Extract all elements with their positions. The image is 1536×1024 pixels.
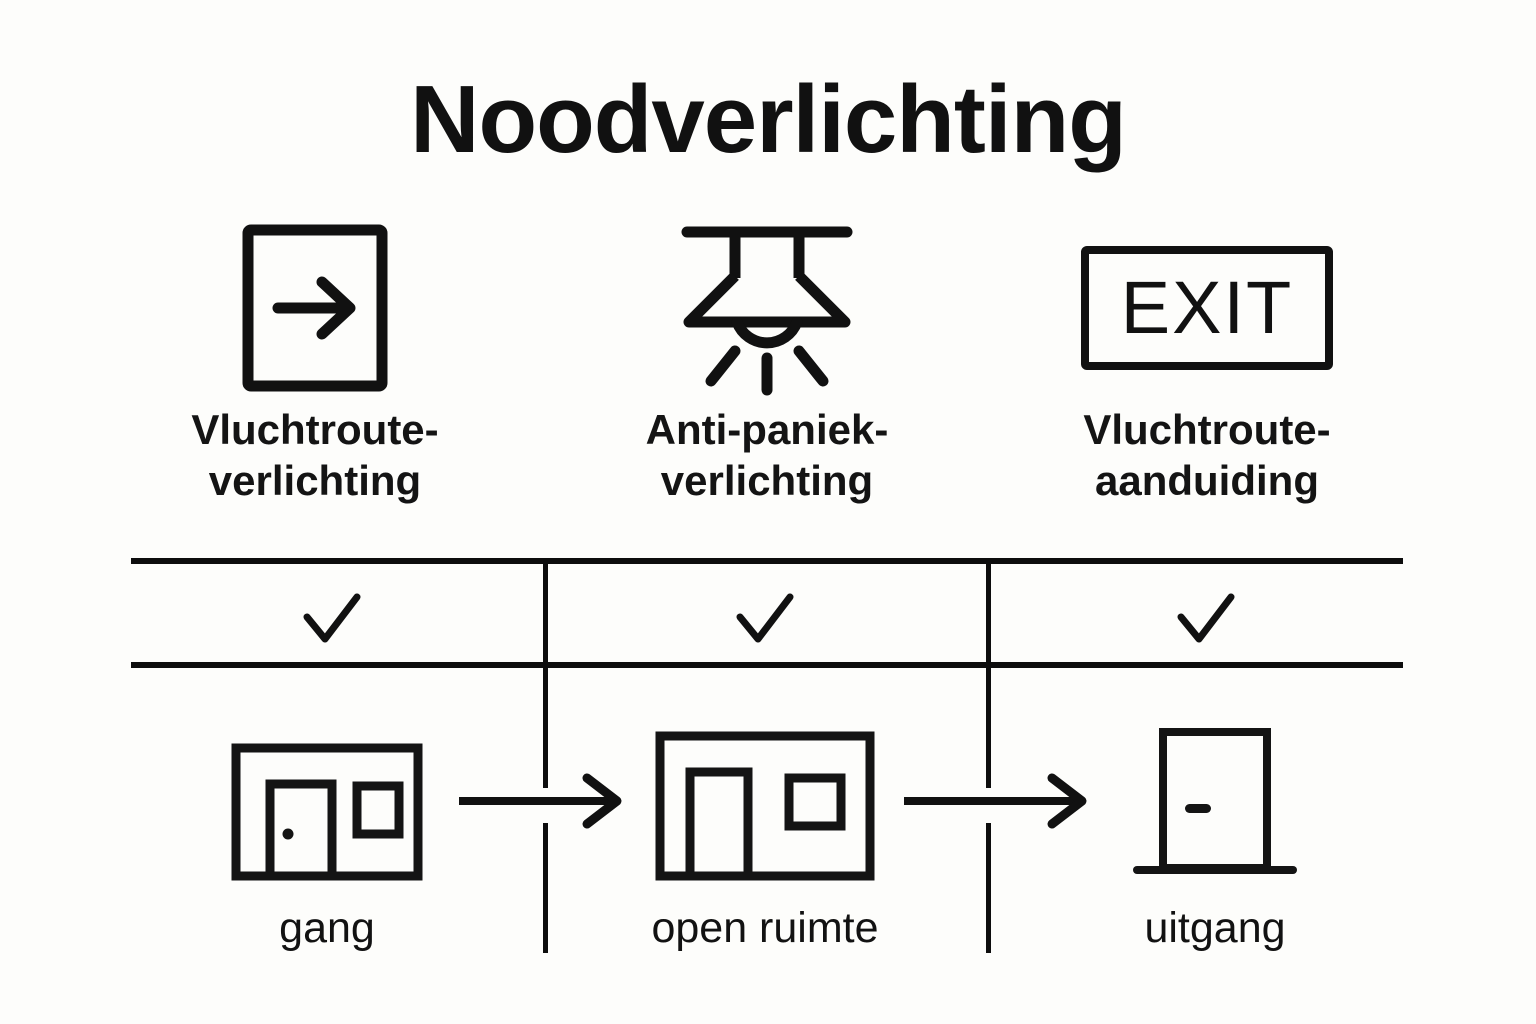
check-cell-escape-route-lighting	[182, 580, 482, 660]
check-cell-anti-panic-lighting	[615, 580, 915, 660]
flow-step-label: gang	[279, 904, 375, 952]
check-icon	[303, 593, 361, 643]
exit-door-icon	[1050, 712, 1380, 882]
table-rule-top	[131, 558, 1403, 564]
room-with-door-and-window-icon	[162, 712, 492, 882]
symbol-column-escape-route-signage: EXIT Vluchtroute- aanduiding	[992, 218, 1422, 506]
arrow-right-icon	[904, 773, 1087, 829]
check-cell-escape-route-signage	[1056, 580, 1356, 660]
column-divider-right-upper	[986, 558, 991, 788]
flow-step-gang: gang	[162, 712, 492, 953]
flow-step-label: open ruimte	[651, 904, 879, 952]
symbol-label: Anti-paniek- verlichting	[645, 406, 889, 505]
exit-sign-text: EXIT	[1121, 266, 1293, 349]
symbol-label: Vluchtroute- aanduiding	[1083, 406, 1331, 505]
arrow-right-icon	[459, 773, 622, 829]
symbol-label: Vluchtroute- verlichting	[191, 406, 439, 505]
open-room-with-doorway-and-window-icon	[600, 712, 930, 882]
check-icon	[736, 593, 794, 643]
column-divider-left-lower	[543, 823, 548, 953]
table-rule-bottom	[131, 662, 1403, 668]
exit-route-arrow-sign-icon	[100, 218, 530, 398]
flow-step-uitgang: uitgang	[1050, 712, 1380, 953]
exit-sign-icon: EXIT	[992, 218, 1422, 398]
flow-step-label: uitgang	[1144, 904, 1286, 952]
flow-step-open-ruimte: open ruimte	[600, 712, 930, 953]
check-icon	[1177, 593, 1235, 643]
flow-connector-arrow-2	[900, 770, 1095, 832]
column-divider-left-upper	[543, 558, 548, 788]
flow-connector-arrow-1	[455, 770, 630, 832]
symbol-column-anti-panic-lighting: Anti-paniek- verlichting	[552, 218, 982, 506]
ceiling-lamp-rays-icon	[552, 218, 982, 398]
symbol-column-escape-route-lighting: Vluchtroute- verlichting	[100, 218, 530, 506]
column-divider-right-lower	[986, 823, 991, 953]
page-title: Noodverlichting	[410, 66, 1127, 173]
